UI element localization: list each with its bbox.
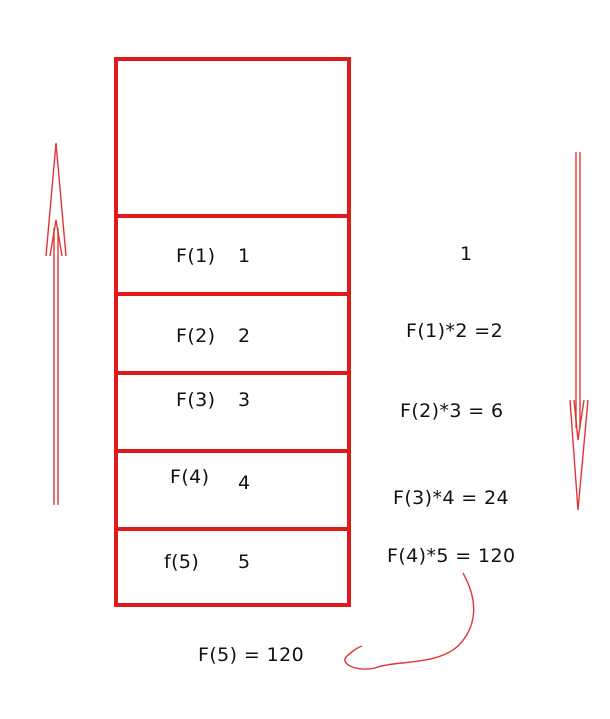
computation-step: F(2)*3 = 6 [400,400,504,422]
computation-step: F(1)*2 =2 [406,320,504,342]
up-arrow-icon [45,142,67,505]
stack-outline [114,57,351,607]
computation-step: 1 [460,243,473,265]
stack-frame-value: 1 [238,245,251,267]
computation-step: F(4)*5 = 120 [387,545,516,567]
stack-frame-value: 2 [238,325,251,347]
result-curve-arrow [344,572,475,670]
stack-frame-name: F(2) [176,325,216,347]
down-arrow-icon [569,152,589,511]
stack-frame-name: F(1) [176,245,216,267]
stack-frame-value: 4 [238,472,251,494]
stack-frame-value: 5 [238,551,251,573]
stack-frame-name: F(3) [176,389,216,411]
final-result: F(5) = 120 [198,644,305,666]
stack-frame-name: f(5) [164,551,200,573]
stack-frame-value: 3 [238,389,251,411]
stack-frame-name: F(4) [170,466,210,488]
computation-step: F(3)*4 = 24 [393,487,510,509]
